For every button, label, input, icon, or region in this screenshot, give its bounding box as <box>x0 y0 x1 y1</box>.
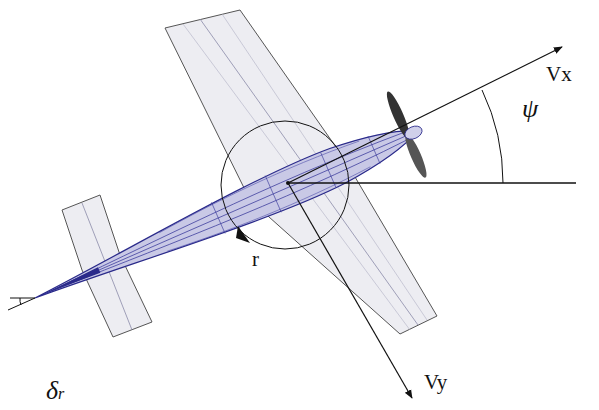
fuselage-line <box>167 163 371 257</box>
fuselage-frame <box>265 176 281 213</box>
fuselage-frame <box>321 152 336 187</box>
spinner <box>403 124 424 142</box>
vx-arrow <box>288 47 562 183</box>
velocity-label: Vx <box>546 64 572 85</box>
vy-arrow <box>288 183 412 398</box>
yaw-rate-circle <box>221 121 349 249</box>
fuselage-line <box>156 138 360 232</box>
yaw-rate-arrowhead <box>236 226 250 243</box>
propeller-blade <box>402 132 430 180</box>
reference-line <box>288 182 576 183</box>
rate-label: r <box>252 249 259 270</box>
center-dot <box>286 181 290 185</box>
fuselage-line <box>44 136 409 301</box>
rudder-angle-arc <box>20 298 21 305</box>
fuselage-group <box>16 85 440 340</box>
velocity-label: Vy <box>424 372 447 393</box>
fin-shape <box>41 267 100 297</box>
fuselage-line <box>53 133 412 290</box>
angle-label: ψ <box>522 96 538 122</box>
heading-angle-arc <box>482 90 503 183</box>
axis-extension <box>8 298 35 310</box>
rudder-line <box>10 298 35 299</box>
fuselage-frame <box>211 202 225 233</box>
deflection-label: δr <box>46 378 64 404</box>
fuselage-shape <box>27 112 426 316</box>
